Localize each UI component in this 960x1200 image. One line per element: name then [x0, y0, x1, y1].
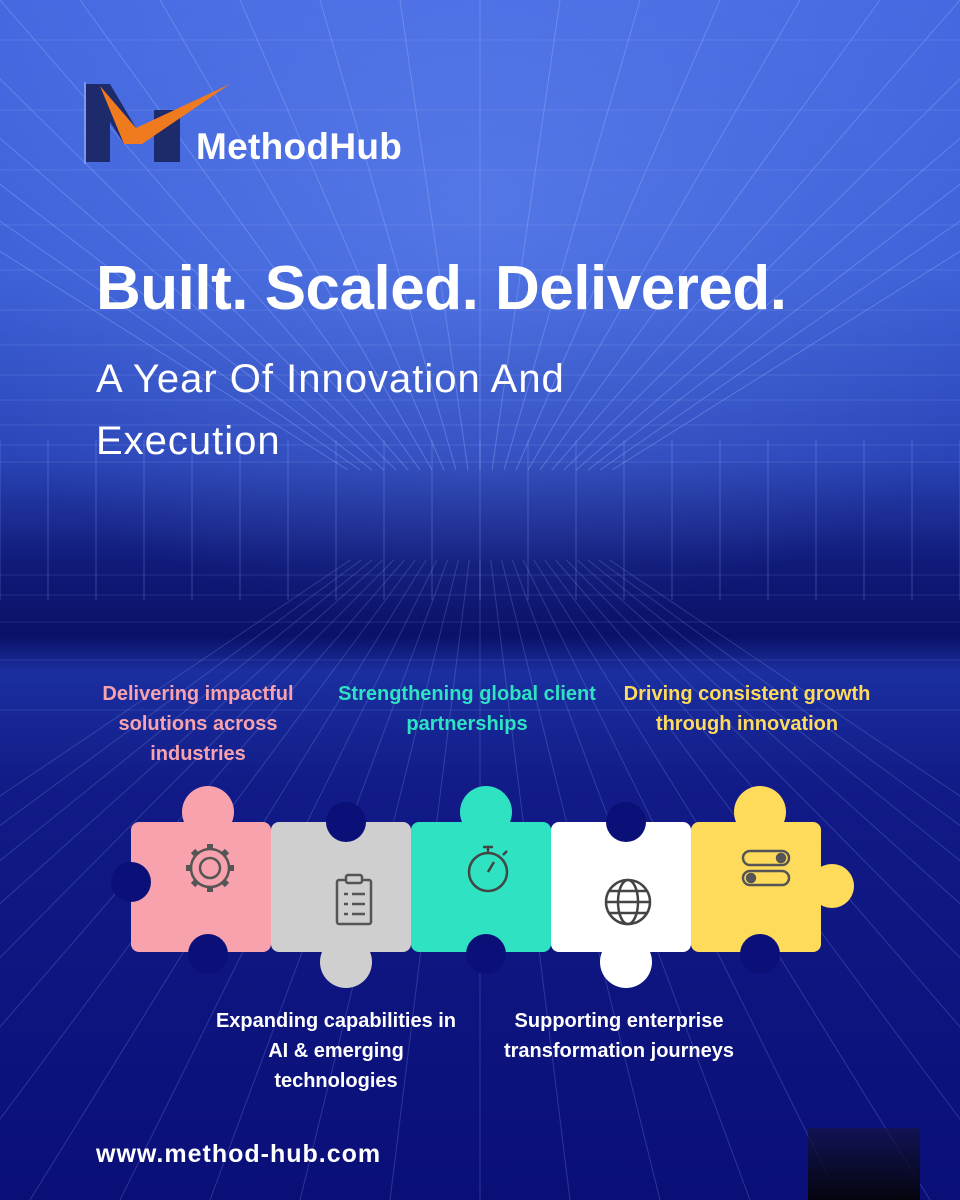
highlight-caption-transformation: Supporting enterprise transformation jou…	[503, 1010, 735, 1062]
globe-icon	[604, 878, 652, 926]
grid-line	[527, 0, 801, 471]
grid-line	[0, 559, 351, 797]
grid-line	[0, 220, 361, 471]
clipboard-icon	[335, 873, 373, 926]
methodhub-logo[interactable]: MethodHub	[84, 82, 464, 172]
highlight-caption-partnerships: Strengthening global client partnerships	[338, 683, 596, 735]
grid-line	[0, 183, 373, 471]
grid-line	[0, 559, 362, 826]
grid-line	[598, 559, 960, 826]
grid-line	[491, 0, 561, 471]
grid-line	[576, 559, 960, 905]
grid-line	[587, 559, 960, 862]
gear-icon	[186, 844, 234, 892]
grid-line	[0, 78, 397, 471]
grid-line	[503, 0, 641, 471]
grid-line	[319, 0, 457, 471]
stopwatch-icon	[467, 845, 509, 893]
corner-shadow	[808, 1128, 920, 1200]
grid-line	[239, 0, 445, 471]
website-url[interactable]: www.method-hub.com	[96, 1140, 382, 1168]
grid-line	[399, 0, 469, 471]
headline: Built. Scaled. Delivered.	[96, 254, 787, 323]
subline: A Year Of Innovation And Execution	[96, 357, 565, 463]
grid-line	[159, 0, 433, 471]
grid-line	[0, 559, 394, 959]
grid-line	[566, 559, 960, 959]
grid-line	[515, 0, 721, 471]
grid-line	[0, 0, 409, 471]
grid-line	[0, 559, 384, 905]
highlight-caption-growth: Driving consistent growth through innova…	[623, 683, 871, 735]
grid-line	[599, 220, 960, 471]
grid-line	[0, 559, 373, 862]
grid-line	[79, 0, 421, 471]
logo-mark-icon	[84, 82, 230, 164]
grid-line	[575, 137, 960, 471]
grid-line	[611, 250, 960, 471]
brand-name: MethodHub	[196, 126, 403, 167]
toggle-icon	[741, 849, 791, 887]
grid-line	[0, 250, 349, 471]
highlight-caption-solutions: Delivering impactful solutions across in…	[102, 683, 294, 765]
grid-line	[539, 0, 881, 471]
grid-line	[587, 183, 960, 471]
grid-line	[551, 0, 960, 471]
grid-line	[609, 559, 960, 797]
highlight-caption-ai: Expanding capabilities in AI & emerging …	[215, 1010, 457, 1092]
grid-line	[563, 78, 960, 471]
puzzle-piece-solutions	[111, 786, 298, 974]
puzzle-piece-growth	[691, 786, 854, 974]
grid-line	[0, 137, 385, 471]
